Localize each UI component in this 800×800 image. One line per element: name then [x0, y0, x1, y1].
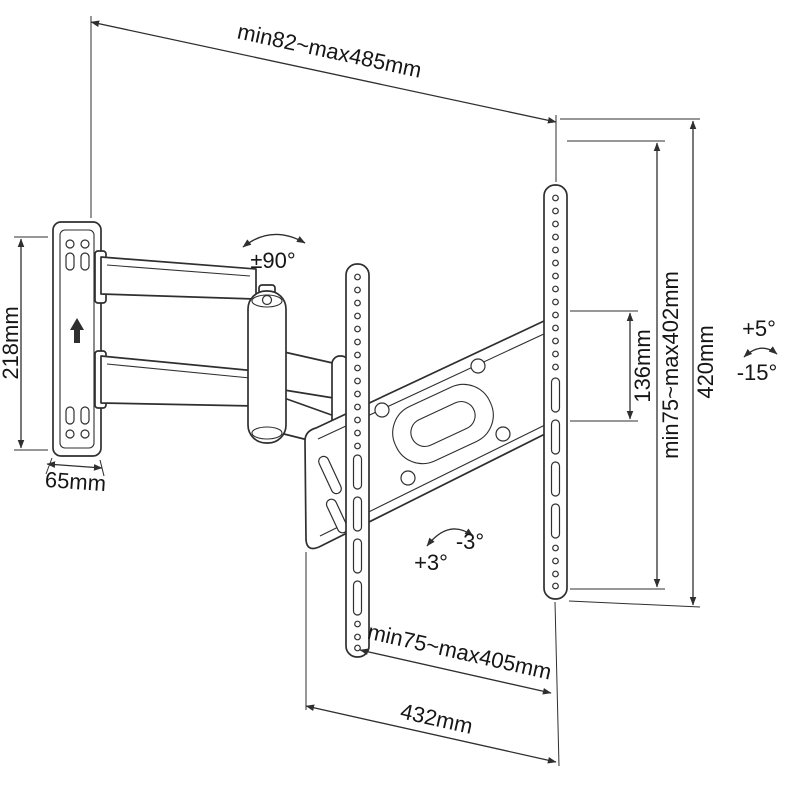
dimension-lines: [17, 20, 778, 764]
orientation-arrow-icon: [70, 318, 84, 343]
level-arc-arrow-icon: [426, 528, 474, 547]
dim-line-bracket-width: [305, 704, 557, 764]
label-hook-height: 136mm: [630, 329, 655, 402]
label-wall-plate-width: 65mm: [44, 467, 107, 496]
label-level-ccw: -3°: [456, 529, 484, 554]
center-obround-cutout: [392, 383, 494, 465]
label-tilt-down: -15°: [737, 360, 778, 385]
swivel-arc-arrow-icon: [242, 233, 306, 248]
left-vesa-rail: [345, 263, 370, 658]
left-rail-holes: [354, 273, 361, 450]
left-rail-slots: [352, 454, 363, 652]
label-swivel: ±90°: [250, 248, 295, 273]
label-vesa-horizontal: min75~max405mm: [365, 619, 554, 685]
label-bracket-width: 432mm: [398, 698, 475, 738]
wall-plate: [52, 221, 107, 457]
dim-line-arm-extension: [90, 20, 557, 124]
tilt-plate: [304, 318, 560, 550]
label-wall-plate-height: 218mm: [0, 306, 23, 379]
tilt-arc-arrow-icon: [743, 346, 778, 358]
dim-line-vesa-horizontal: [359, 648, 552, 695]
label-bracket-height: 420mm: [693, 325, 718, 398]
right-rail-slots: [550, 377, 561, 590]
label-vesa-vertical: min75~max402mm: [658, 271, 683, 459]
label-tilt-up: +5°: [742, 316, 776, 341]
right-vesa-rail: [543, 184, 568, 600]
dim-line-wall-plate-width: [46, 461, 103, 471]
label-level-cw: +3°: [414, 550, 448, 575]
articulating-arm: [100, 256, 350, 453]
right-rail-holes: [552, 194, 559, 371]
